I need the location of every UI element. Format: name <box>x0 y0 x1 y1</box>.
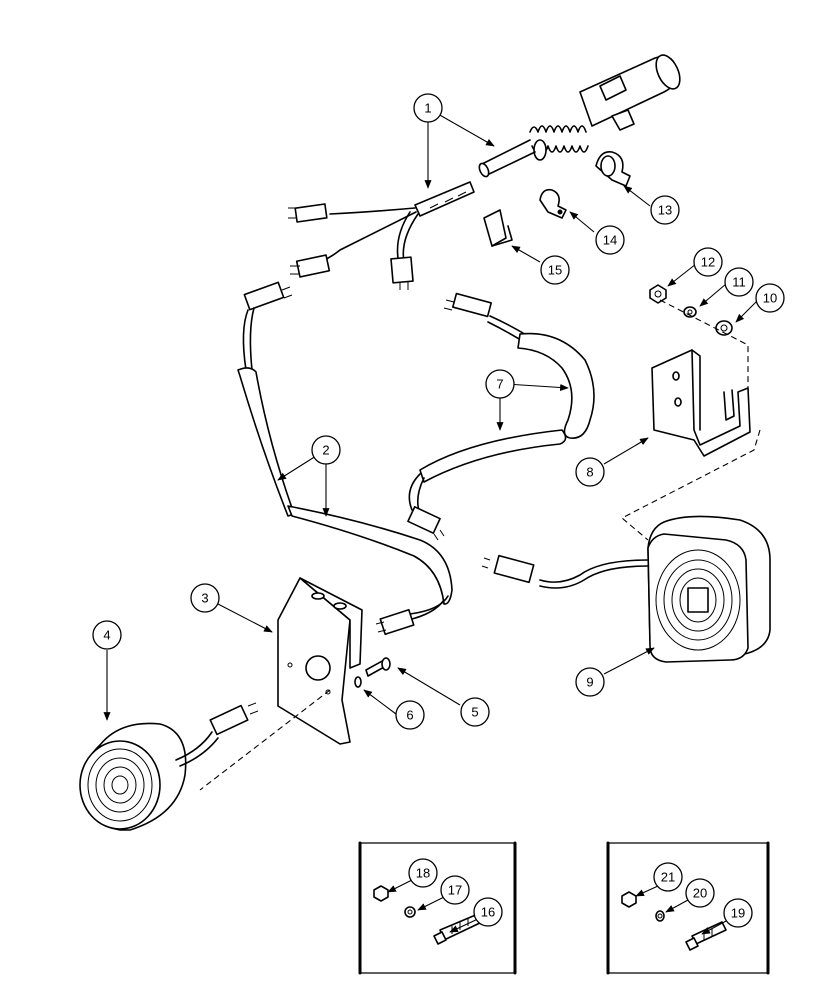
callout-label: 6 <box>406 708 413 723</box>
callout-label: 1 <box>424 101 431 116</box>
washer-10 <box>715 320 733 336</box>
callout-1: 1 <box>413 93 443 123</box>
callout-21: 21 <box>653 862 683 892</box>
callout-label: 5 <box>471 705 478 720</box>
bracket-plate-3 <box>277 577 363 745</box>
callout-3: 3 <box>190 583 220 613</box>
callout-10: 10 <box>755 283 785 313</box>
callout-label: 2 <box>322 443 329 458</box>
callout-label: 21 <box>661 870 675 885</box>
callout-7: 7 <box>485 369 515 399</box>
callout-12: 12 <box>693 247 723 277</box>
callout-19: 19 <box>723 898 753 928</box>
callout-label: 11 <box>732 275 746 290</box>
harness-main <box>288 181 475 290</box>
callout-18: 18 <box>408 858 438 888</box>
callout-5: 5 <box>460 697 490 727</box>
callout-label: 15 <box>548 263 562 278</box>
harness-7 <box>407 292 595 541</box>
callout-label: 12 <box>701 255 715 270</box>
callout-11: 11 <box>724 267 754 297</box>
callout-label: 9 <box>586 675 593 690</box>
callout-label: 7 <box>496 377 503 392</box>
clip-15 <box>483 209 513 247</box>
callout-label: 4 <box>103 628 110 643</box>
clamp-14 <box>539 188 567 219</box>
nut-12 <box>649 284 667 304</box>
callout-label: 19 <box>731 906 745 921</box>
callout-label: 17 <box>448 883 462 898</box>
square-alarm-9 <box>481 515 771 663</box>
clamp-13 <box>595 150 631 187</box>
callout-label: 3 <box>201 591 208 606</box>
round-alarm-4 <box>79 702 259 831</box>
callout-label: 14 <box>603 233 617 248</box>
callout-label: 16 <box>481 905 495 920</box>
callout-13: 13 <box>650 195 680 225</box>
callout-4: 4 <box>92 620 122 650</box>
callout-9: 9 <box>575 667 605 697</box>
callout-2: 2 <box>311 435 341 465</box>
callout-17: 17 <box>440 875 470 905</box>
callout-label: 13 <box>658 203 672 218</box>
callout-14: 14 <box>595 225 625 255</box>
callout-8: 8 <box>575 457 605 487</box>
callout-label: 10 <box>763 291 777 306</box>
callout-15: 15 <box>540 255 570 285</box>
callout-label: 18 <box>416 866 430 881</box>
callout-20: 20 <box>685 878 715 908</box>
washer-6 <box>354 676 362 688</box>
u-bracket-8 <box>651 349 751 457</box>
callout-label: 8 <box>586 465 593 480</box>
trailer-plug <box>478 54 681 178</box>
lockwasher-11 <box>683 306 697 318</box>
leader-lines <box>103 113 759 935</box>
callout-label: 20 <box>693 886 707 901</box>
harness-2 <box>237 281 453 636</box>
callout-6: 6 <box>395 700 425 730</box>
callout-16: 16 <box>473 897 503 927</box>
screw-5 <box>365 657 391 677</box>
